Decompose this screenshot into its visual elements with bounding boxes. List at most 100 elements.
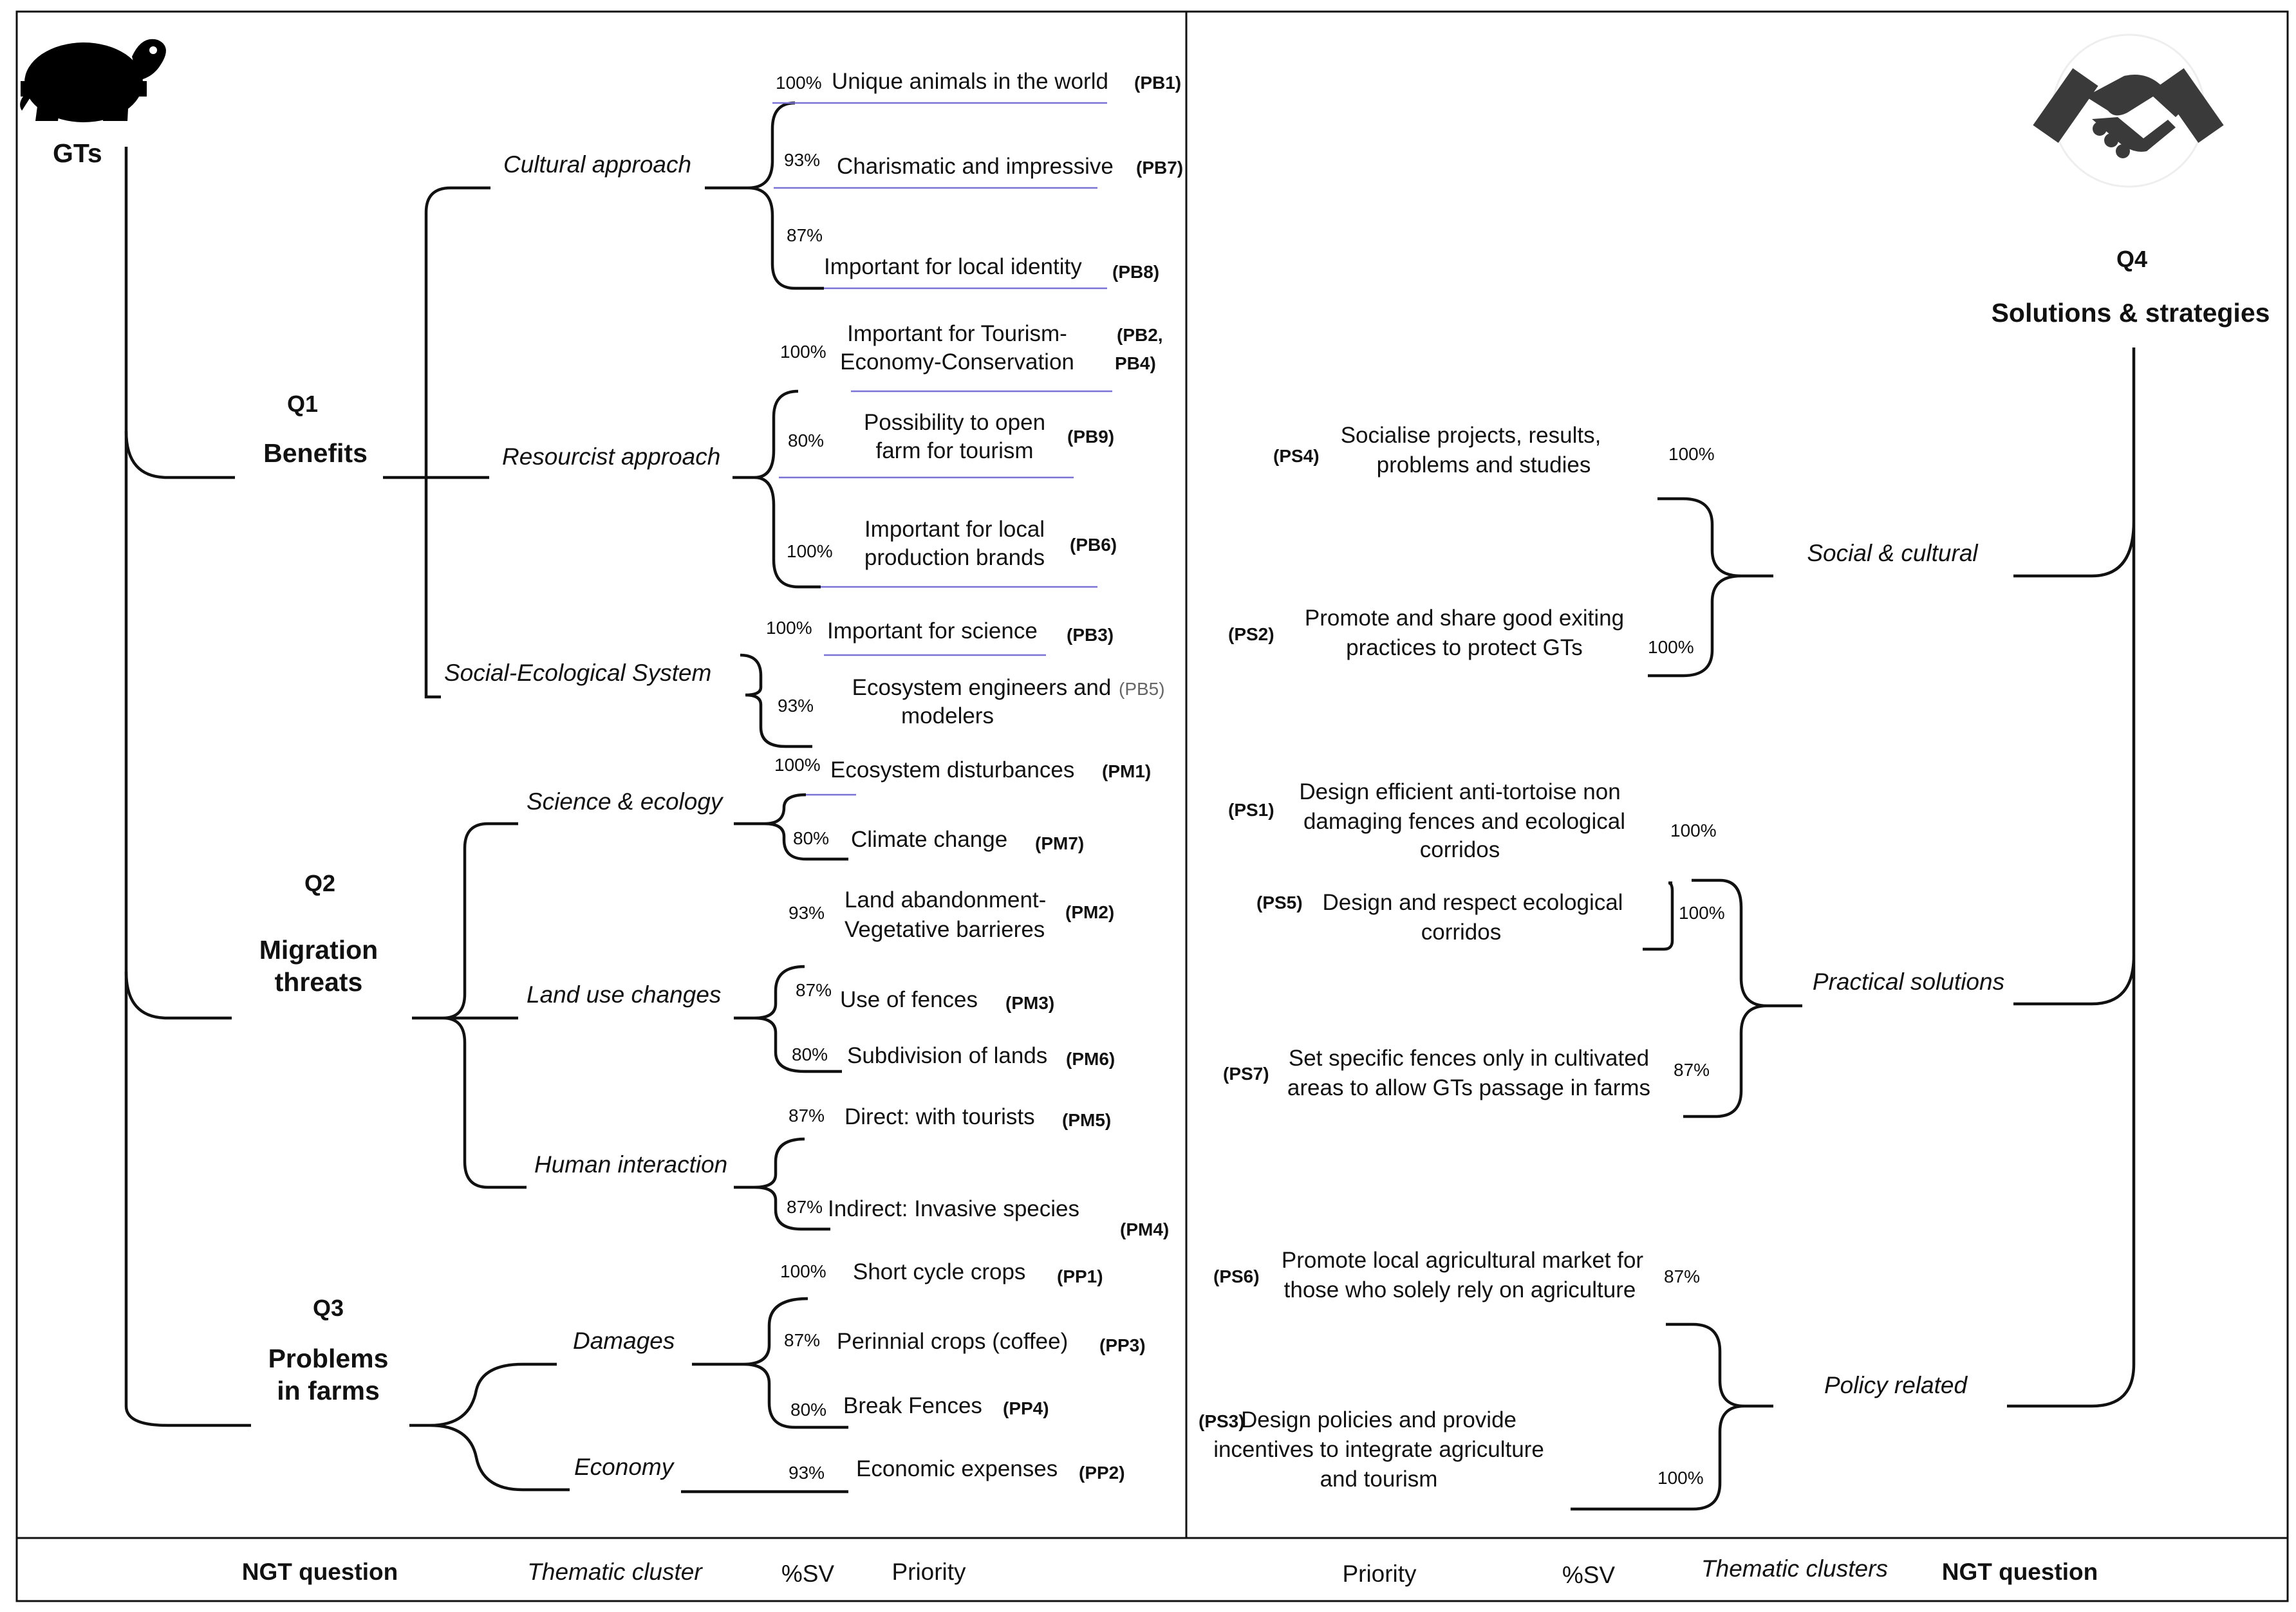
- pm4-code: (PM4): [1120, 1219, 1169, 1239]
- pm1-pct: 100%: [774, 755, 821, 775]
- footer-left-sv: %SV: [781, 1561, 835, 1587]
- pp2-code: (PP2): [1079, 1463, 1125, 1483]
- pb1-code: (PB1): [1134, 73, 1181, 93]
- outer-border: [15, 10, 2289, 1602]
- pb2-code2: PB4): [1115, 353, 1156, 373]
- footer-legend: NGT question Thematic cluster %SV Priori…: [242, 1555, 2098, 1588]
- cluster-landuse: Land use changes: [527, 981, 721, 1008]
- ps6-code: (PS6): [1213, 1266, 1260, 1286]
- human-brace: [734, 1137, 830, 1231]
- footer-right-priority: Priority: [1342, 1561, 1417, 1587]
- pb6-pct: 100%: [787, 541, 833, 561]
- pm6-text: Subdivision of lands: [847, 1043, 1047, 1068]
- ps5-pct: 100%: [1679, 903, 1725, 923]
- pp4-text: Break Fences: [843, 1393, 982, 1418]
- cluster-resourcist: Resourcist approach: [502, 443, 720, 470]
- pb8-text: Important for local identity: [824, 254, 1082, 279]
- handshake-icon: [2033, 33, 2224, 188]
- q4-brace: [2007, 347, 2136, 1408]
- footer-right-clusters: Thematic clusters: [1701, 1555, 1888, 1582]
- tortoise-icon: [20, 39, 166, 122]
- ps1-pct: 100%: [1670, 820, 1717, 840]
- pb7-code: (PB7): [1136, 158, 1183, 178]
- cluster-science: Science & ecology: [527, 788, 724, 815]
- q4-title: Solutions & strategies: [1992, 298, 2270, 328]
- pb2-line2: Economy-Conservation: [840, 349, 1074, 375]
- footer-right-sv: %SV: [1562, 1562, 1616, 1588]
- pm2-pct: 93%: [789, 903, 825, 923]
- footer-right-question: NGT question: [1942, 1559, 2098, 1585]
- ps7-code: (PS7): [1223, 1064, 1269, 1084]
- q3-title-line2: in farms: [277, 1376, 380, 1405]
- ps7-line1: Set specific fences only in cultivated: [1289, 1046, 1649, 1071]
- pb9-line2: farm for tourism: [875, 438, 1033, 463]
- pb3-pct: 100%: [766, 618, 812, 638]
- ps4-code: (PS4): [1273, 446, 1320, 466]
- pp1-pct: 100%: [780, 1261, 826, 1281]
- pb2-line1: Important for Tourism-: [847, 321, 1067, 346]
- q2-brace: [412, 822, 527, 1189]
- pb7-text: Charismatic and impressive: [837, 154, 1114, 179]
- pm5-text: Direct: with tourists: [845, 1104, 1035, 1129]
- pb1-pct: 100%: [776, 73, 822, 93]
- q1-code: Q1: [287, 391, 318, 417]
- practical-brace: [1683, 878, 1802, 1118]
- pp4-pct: 80%: [790, 1400, 826, 1420]
- q4-code: Q4: [2116, 246, 2147, 272]
- pm3-text: Use of fences: [840, 987, 978, 1012]
- pm2-line2: Vegetative barrieres: [845, 917, 1045, 942]
- pb3-code: (PB3): [1067, 625, 1114, 645]
- pm4-pct: 87%: [787, 1197, 823, 1217]
- pm7-code: (PM7): [1035, 833, 1084, 853]
- damages-brace: [692, 1297, 848, 1429]
- ps4-line2: problems and studies: [1377, 452, 1591, 477]
- pm2-code: (PM2): [1065, 902, 1114, 922]
- q2-code: Q2: [304, 870, 335, 896]
- pm3-code: (PM3): [1005, 993, 1054, 1013]
- q3-brace: [409, 1362, 570, 1492]
- pp3-pct: 87%: [784, 1330, 820, 1350]
- pm7-pct: 80%: [793, 828, 829, 848]
- q3-code: Q3: [313, 1295, 344, 1321]
- ps1-line2: damaging fences and ecological: [1303, 809, 1625, 834]
- pb5-line2: modelers: [901, 703, 994, 728]
- ses-brace: [740, 653, 812, 748]
- cultural-brace: [705, 101, 824, 290]
- pm2-line1: Land abandonment-: [845, 887, 1046, 913]
- pb5-line1: Ecosystem engineers and: [852, 675, 1112, 700]
- footer-left-cluster: Thematic cluster: [527, 1559, 703, 1585]
- pp2-text: Economic expenses: [856, 1456, 1058, 1481]
- pm4-text: Indirect: Invasive species: [828, 1196, 1079, 1221]
- policy-brace: [1571, 1322, 1773, 1511]
- cluster-practical: Practical solutions: [1813, 968, 2004, 995]
- pb9-code: (PB9): [1067, 427, 1114, 447]
- pb3-text: Important for science: [827, 618, 1038, 644]
- ps5-bracket: [1643, 881, 1674, 951]
- ps2-code: (PS2): [1228, 624, 1274, 644]
- ps2-line1: Promote and share good exiting: [1305, 606, 1624, 631]
- ps5-line2: corridos: [1421, 920, 1501, 945]
- pb9-line1: Possibility to open: [864, 410, 1045, 435]
- pb7-pct: 93%: [784, 150, 820, 170]
- ps5-code: (PS5): [1256, 893, 1303, 913]
- ps6-pct: 87%: [1664, 1266, 1700, 1286]
- ps2-pct: 100%: [1648, 637, 1694, 657]
- ps5-line1: Design and respect ecological: [1323, 890, 1623, 915]
- ps3-line3: and tourism: [1320, 1467, 1438, 1492]
- pp1-text: Short cycle crops: [853, 1259, 1025, 1284]
- science-brace: [734, 793, 848, 861]
- cluster-cultural: Cultural approach: [503, 151, 691, 178]
- pb1-text: Unique animals in the world: [832, 69, 1108, 94]
- pm5-pct: 87%: [789, 1106, 825, 1126]
- pm7-text: Climate change: [851, 827, 1007, 852]
- q2-title-line2: threats: [275, 967, 363, 997]
- ps2-line2: practices to protect GTs: [1346, 635, 1583, 660]
- ps4-pct: 100%: [1668, 444, 1715, 464]
- resourcist-brace: [733, 389, 821, 589]
- cluster-human: Human interaction: [534, 1151, 727, 1178]
- pb6-line2: production brands: [864, 545, 1045, 570]
- cluster-ses: Social-Ecological System: [444, 660, 711, 686]
- pm1-code: (PM1): [1102, 761, 1151, 781]
